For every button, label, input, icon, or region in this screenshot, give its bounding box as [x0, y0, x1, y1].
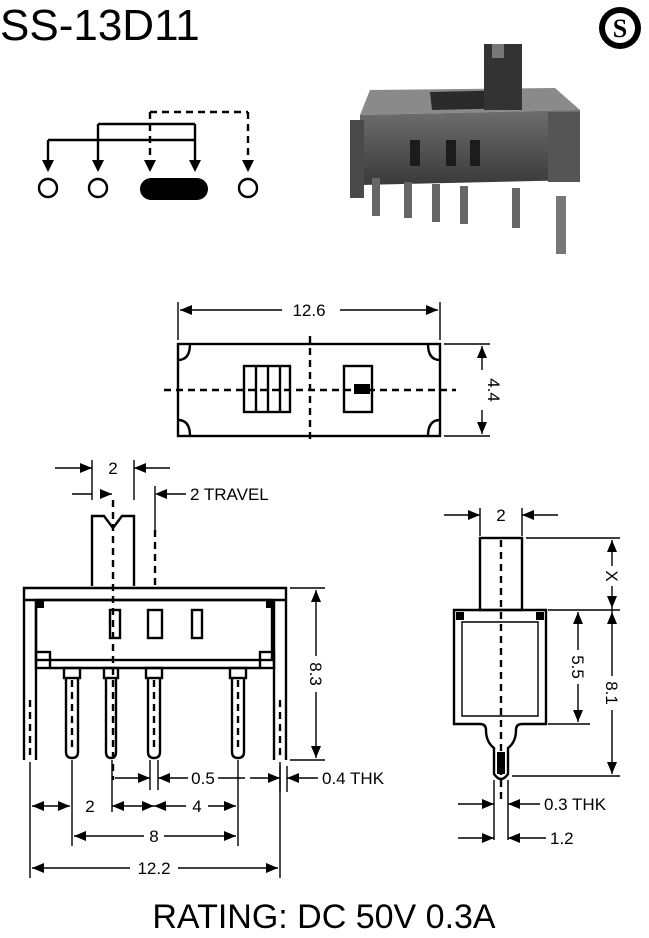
front-view	[22, 460, 326, 878]
dim-pin-thickness: 0.4 THK	[322, 769, 385, 788]
dim-pin-span: 8	[149, 827, 158, 846]
brand-logo: S	[599, 7, 641, 49]
dim-side-body-height: 5.5	[568, 655, 587, 679]
top-view	[164, 300, 492, 444]
dim-pin-width: 0.5	[191, 769, 215, 788]
dim-pin-pitch-mid: 4	[192, 797, 201, 816]
dim-body-height: 8.3	[306, 662, 325, 686]
dim-side-pin-offset: 1.2	[550, 829, 574, 848]
dim-top-length: 12.6	[292, 301, 325, 320]
dim-side-pin-thickness: 0.3 THK	[544, 795, 607, 814]
dim-travel: 2 TRAVEL	[190, 485, 269, 504]
circuit-schematic	[37, 110, 259, 200]
component-photo	[350, 44, 580, 254]
dim-actuator-width: 2	[108, 459, 117, 478]
dim-side-x: X	[602, 570, 621, 581]
dim-pin-pitch-left: 2	[85, 797, 94, 816]
dim-side-total-height: 8.1	[602, 681, 621, 705]
rating-text: RATING: DC 50V 0.3A	[152, 898, 496, 936]
dim-side-actuator-width: 2	[496, 506, 505, 525]
side-view	[444, 508, 622, 843]
dim-overall-length: 12.2	[137, 859, 170, 878]
logo-letter: S	[613, 14, 627, 43]
dim-top-width: 4.4	[484, 378, 503, 402]
model-title: SS-13D11	[0, 1, 200, 50]
